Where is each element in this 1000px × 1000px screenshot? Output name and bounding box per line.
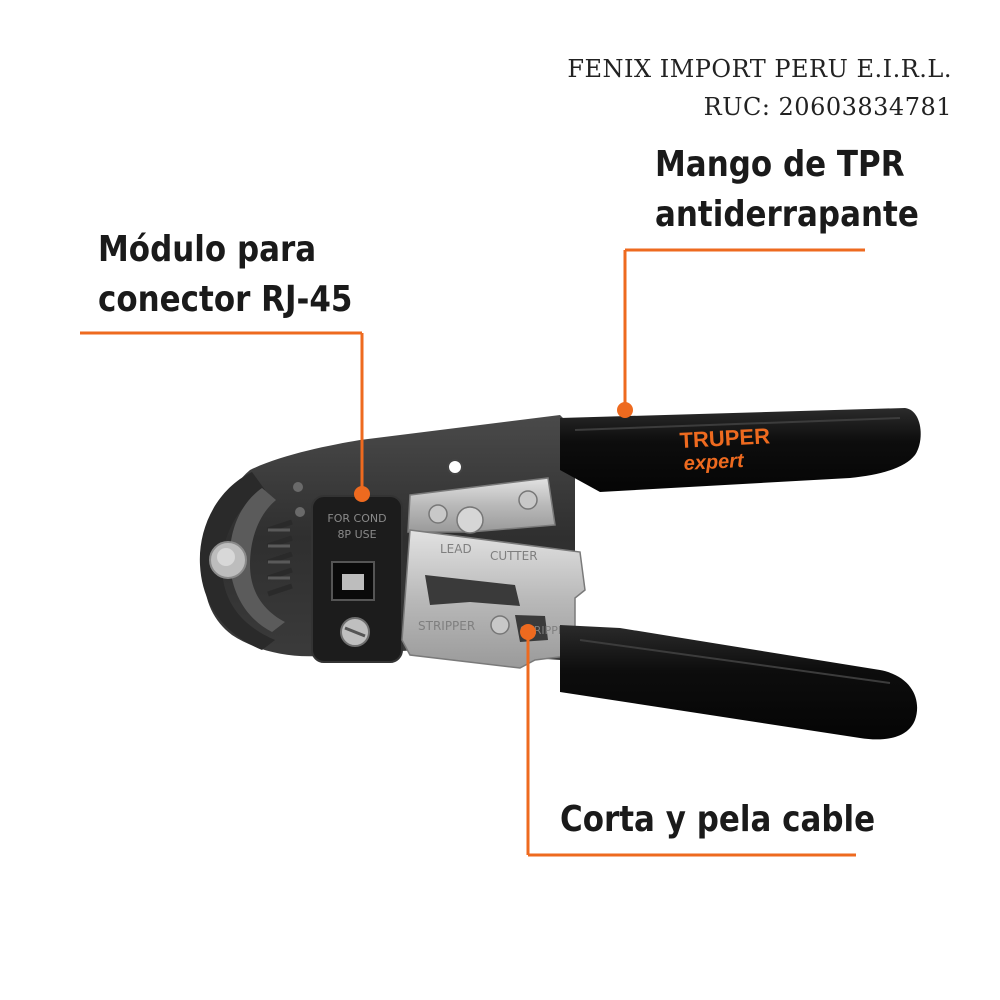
callout-modulo-label: Módulo para conector RJ-45 xyxy=(98,225,352,325)
rj45-module: FOR COND 8P USE xyxy=(311,495,403,663)
callout-modulo-dot xyxy=(354,486,370,502)
pivot-bolt xyxy=(209,541,247,579)
callout-modulo-leader xyxy=(80,331,370,502)
stamp-cutter: CUTTER xyxy=(490,549,538,563)
callout-modulo-line1: Módulo para xyxy=(98,229,317,270)
company-name: FENIX IMPORT PERU E.I.R.L. xyxy=(567,55,952,83)
module-stamp-2: 8P USE xyxy=(337,528,376,541)
company-ruc: RUC: 20603834781 xyxy=(703,93,952,121)
frame-hole xyxy=(447,459,463,475)
callout-mango-leader xyxy=(617,248,865,418)
callout-mango-line2: antiderrapante xyxy=(655,194,919,235)
lower-handle xyxy=(560,625,918,740)
brand-logo-truper: TRUPER xyxy=(679,423,771,453)
callout-mango-label: Mango de TPR antiderrapante xyxy=(655,140,919,240)
stamp-lead: LEAD xyxy=(440,542,472,556)
stamp-stripper: STRIPPER xyxy=(418,619,475,633)
frame-rivet xyxy=(293,482,303,492)
frame-rivet xyxy=(295,507,305,517)
brand-logo-expert: expert xyxy=(683,450,745,475)
upper-blade xyxy=(407,477,556,534)
callout-corta-line1: Corta y pela cable xyxy=(560,799,876,840)
spring xyxy=(267,519,293,597)
callout-corta-dot xyxy=(520,624,536,640)
module-stamp-1: FOR COND xyxy=(327,512,386,525)
callout-modulo-line2: conector RJ-45 xyxy=(98,279,353,320)
cutter-stripper-plate: LEAD CUTTER STRIPPER STRIPPER xyxy=(401,529,586,669)
callout-mango-line1: Mango de TPR xyxy=(655,144,905,185)
callout-corta-leader xyxy=(520,624,856,857)
upper-handle: TRUPER expert xyxy=(560,408,921,492)
callout-mango-dot xyxy=(617,402,633,418)
callout-corta-label: Corta y pela cable xyxy=(560,795,875,845)
